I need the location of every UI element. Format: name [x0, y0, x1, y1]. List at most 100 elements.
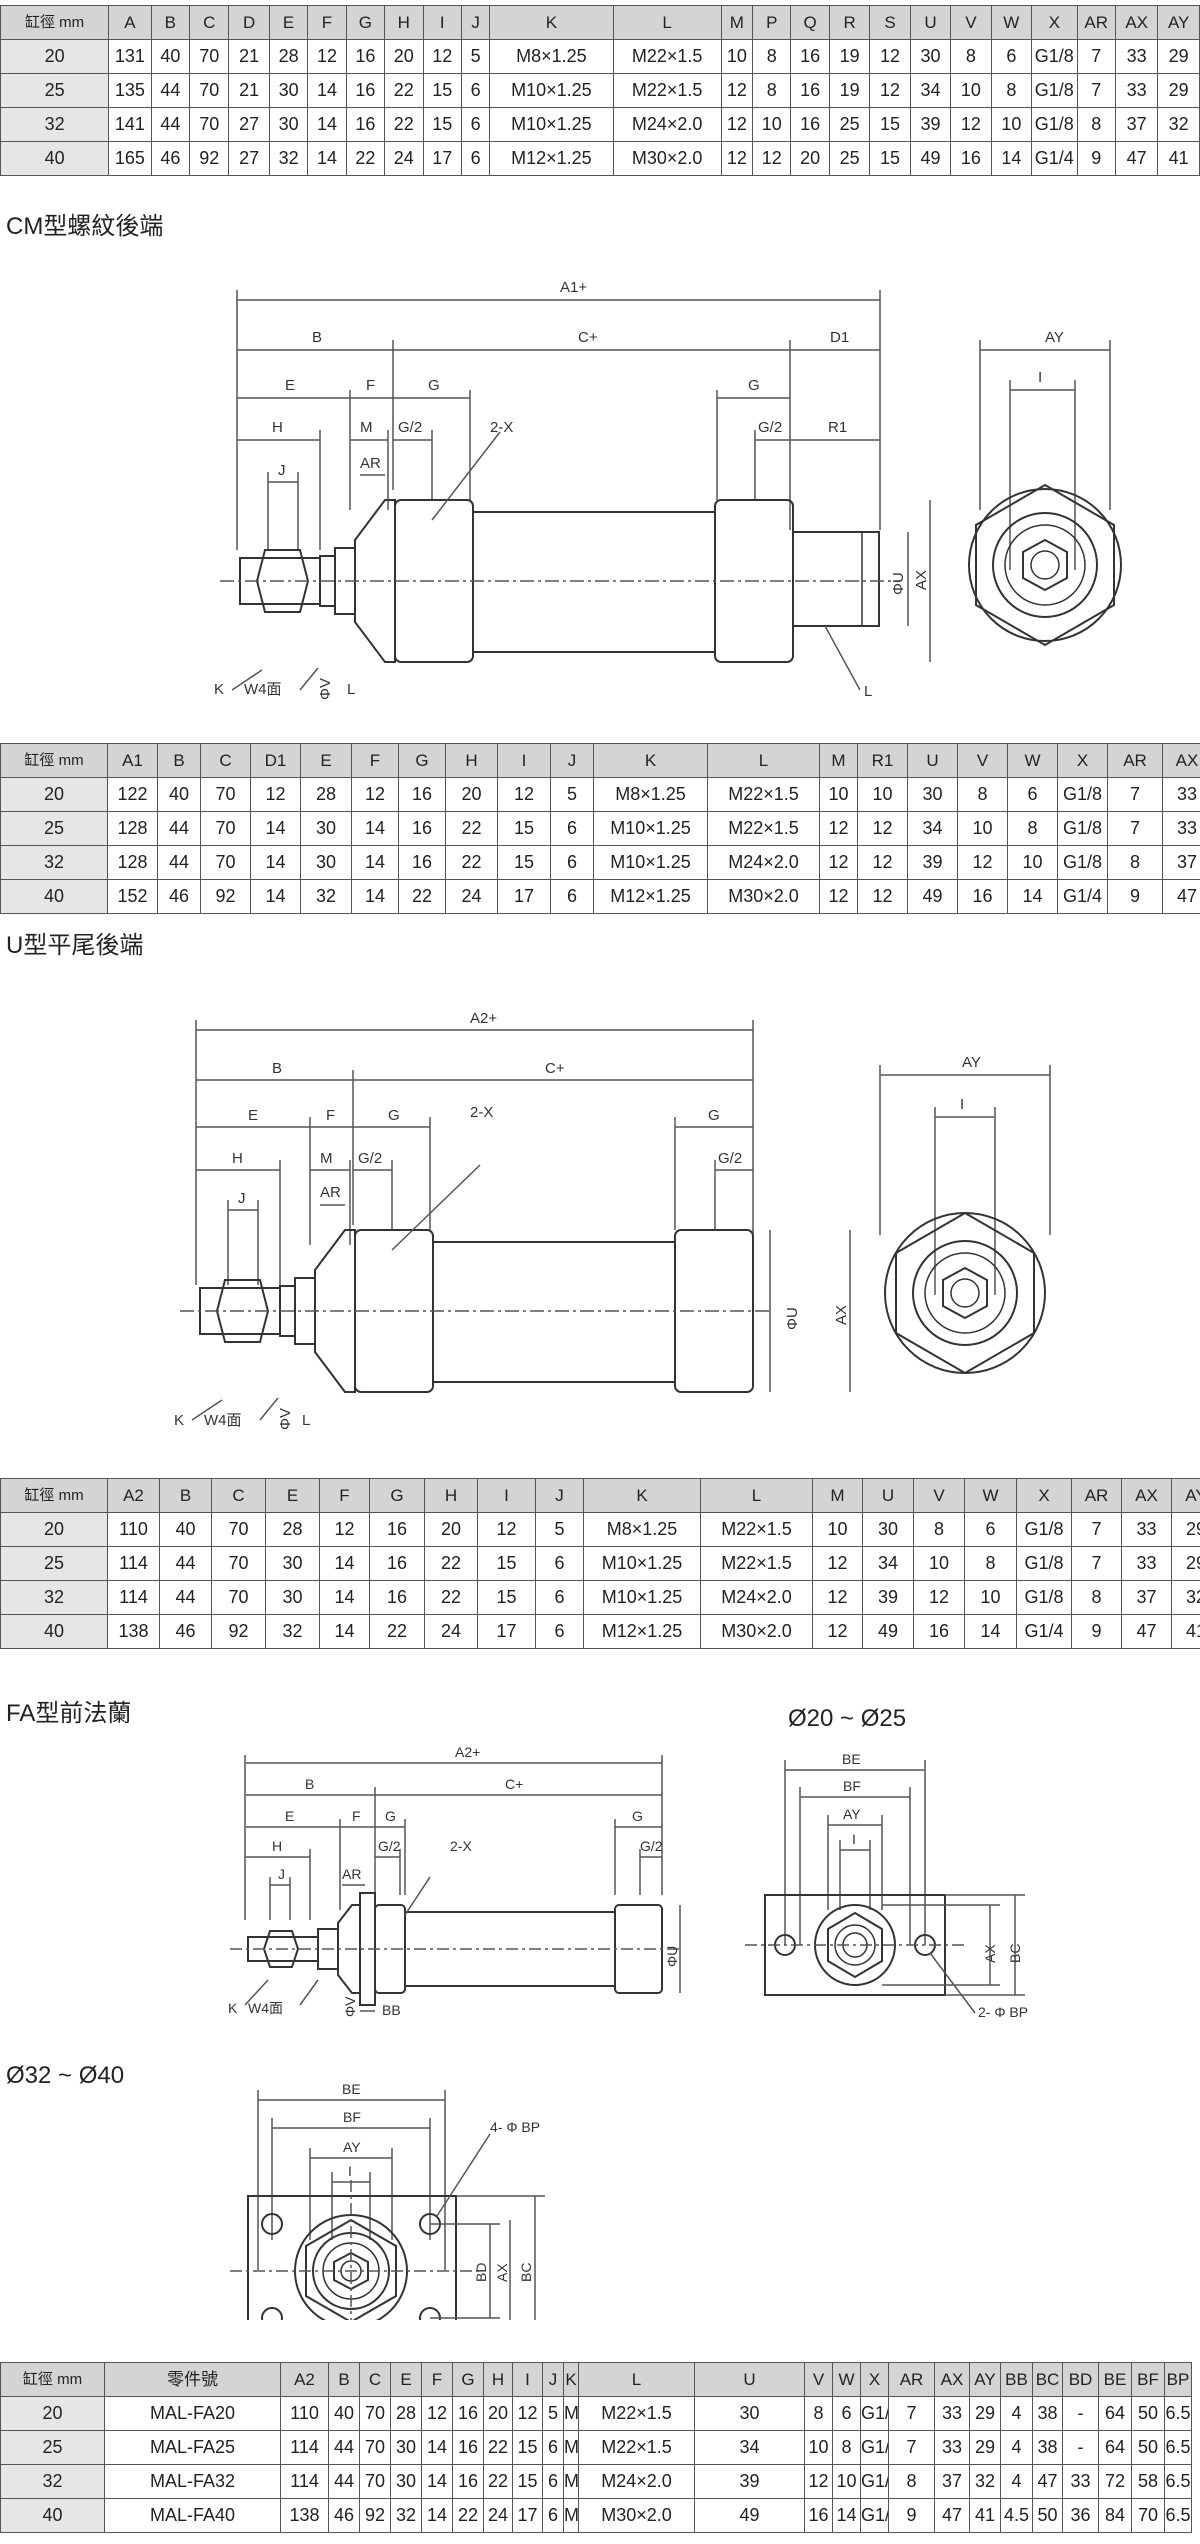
- table-cell: 33: [1162, 777, 1200, 812]
- bore-header: 缸徑 mm: [0, 5, 110, 40]
- column-header: M: [720, 5, 754, 40]
- table-cell: 8: [1007, 811, 1058, 846]
- table-cell: 128: [107, 811, 158, 846]
- table-cell: 6.5: [1164, 2396, 1192, 2431]
- table-cell: 32: [1171, 1580, 1200, 1615]
- column-header: E: [390, 2362, 422, 2397]
- table-cell: 39: [907, 845, 958, 880]
- table-cell: 12: [869, 39, 911, 74]
- table-cell: G1/8: [860, 2430, 889, 2465]
- table-cell: G1/8: [1057, 845, 1108, 880]
- table-cell: G1/8: [1057, 777, 1108, 812]
- table-cell: 30: [268, 107, 309, 142]
- table-cell: 8: [950, 39, 992, 74]
- table-cell: 6: [542, 2498, 564, 2533]
- table-cell: 70: [211, 1546, 266, 1581]
- table-cell: 110: [107, 1512, 160, 1547]
- dim-label-bf: BF: [843, 1778, 861, 1794]
- table-cell: 19: [828, 73, 871, 108]
- table-cell: 70: [359, 2464, 391, 2499]
- table-cell: 14: [421, 2498, 453, 2533]
- fa-drawing: A2+ B C+ E F G G H G/2 2-X G/2 J AR K W4…: [228, 1745, 1028, 2020]
- table-cell: 32: [265, 1614, 320, 1649]
- dim-label-a2: A2+: [455, 1745, 480, 1760]
- column-header: J: [535, 1478, 584, 1513]
- table-cell: M8×1.25: [563, 2396, 579, 2431]
- table-cell: M10×1.25: [583, 1546, 701, 1581]
- column-header: G: [369, 1478, 425, 1513]
- dim-label-g: G: [388, 1107, 400, 1124]
- table-cell: 70: [1131, 2498, 1165, 2533]
- table-cell: M22×1.5: [612, 73, 722, 108]
- column-header: K: [489, 5, 614, 40]
- table-cell: 8: [990, 73, 1033, 108]
- dim-label-l: L: [302, 1412, 310, 1429]
- column-header: AR: [1076, 5, 1116, 40]
- dim-label-ax: AX: [982, 1944, 998, 1963]
- table-cell: 47: [1162, 879, 1200, 914]
- bore-cell: 25: [0, 2430, 105, 2465]
- column-header: X: [1016, 1478, 1072, 1513]
- table-cell: 44: [328, 2464, 360, 2499]
- column-header: A1: [107, 743, 158, 778]
- table-cell: 15: [869, 107, 911, 142]
- table-cell: 10: [819, 777, 858, 812]
- table-cell: 84: [1098, 2498, 1132, 2533]
- dim-label-b: B: [312, 329, 322, 346]
- column-header: C: [211, 1478, 266, 1513]
- table-cell: 12: [720, 107, 754, 142]
- table-cell: 16: [369, 1512, 425, 1547]
- table-cell: 32: [300, 879, 352, 914]
- column-header: E: [300, 743, 352, 778]
- dim-label-l: L: [347, 681, 355, 698]
- column-header: BB: [1000, 2362, 1033, 2397]
- dim-label-bf: BF: [343, 2109, 361, 2125]
- dim-label-r1: R1: [828, 419, 847, 436]
- dim-label-d1: D1: [830, 329, 849, 346]
- column-header: B: [328, 2362, 360, 2397]
- table-cell: 6: [535, 1580, 584, 1615]
- table-cell: G1/8: [1016, 1546, 1072, 1581]
- table-cell: 12: [512, 2396, 543, 2431]
- table-cell: 110: [280, 2396, 329, 2431]
- column-header: F: [351, 743, 399, 778]
- table-cell: 14: [250, 811, 301, 846]
- table-row: 20MAL-FA20110407028121620125M8×1.25M22×1…: [0, 2396, 1200, 2431]
- table-cell: 41: [1171, 1614, 1200, 1649]
- table-cell: 41: [969, 2498, 1001, 2533]
- column-header: C: [189, 5, 230, 40]
- table-cell: 10: [752, 107, 792, 142]
- table-cell: 46: [150, 141, 191, 176]
- dim-label-ar: AR: [342, 1866, 361, 1882]
- table-cell: 40: [159, 1512, 212, 1547]
- table-cell: 16: [345, 39, 386, 74]
- table-cell: 4: [1000, 2430, 1033, 2465]
- column-header: H: [384, 5, 424, 40]
- column-header: J: [542, 2362, 564, 2397]
- bore-cell: 20: [0, 1512, 108, 1547]
- table-cell: 30: [300, 811, 352, 846]
- column-header: I: [512, 2362, 543, 2397]
- bore-cell: 40: [0, 141, 110, 176]
- table-cell: 30: [300, 845, 352, 880]
- bore-cell: 32: [0, 1580, 108, 1615]
- dim-label-phiv: ΦV: [277, 1408, 294, 1430]
- table-cell: M12×1.25: [563, 2498, 579, 2533]
- table-cell: M22×1.5: [700, 1546, 813, 1581]
- table-cell: 29: [1171, 1546, 1200, 1581]
- table-cell: 8: [913, 1512, 965, 1547]
- table-cell: 33: [934, 2396, 970, 2431]
- table-cell: 30: [909, 39, 952, 74]
- table-cell: 44: [150, 73, 191, 108]
- table-cell: 44: [150, 107, 191, 142]
- table-cell: 14: [319, 1580, 370, 1615]
- section-title-u: U型平尾後端: [6, 932, 144, 959]
- dim-label-be: BE: [842, 1751, 861, 1767]
- dim-label-phiu: ΦU: [664, 1946, 680, 1967]
- table-cell: 70: [200, 811, 251, 846]
- table-cell: 138: [280, 2498, 329, 2533]
- table-cell: 9: [1107, 879, 1163, 914]
